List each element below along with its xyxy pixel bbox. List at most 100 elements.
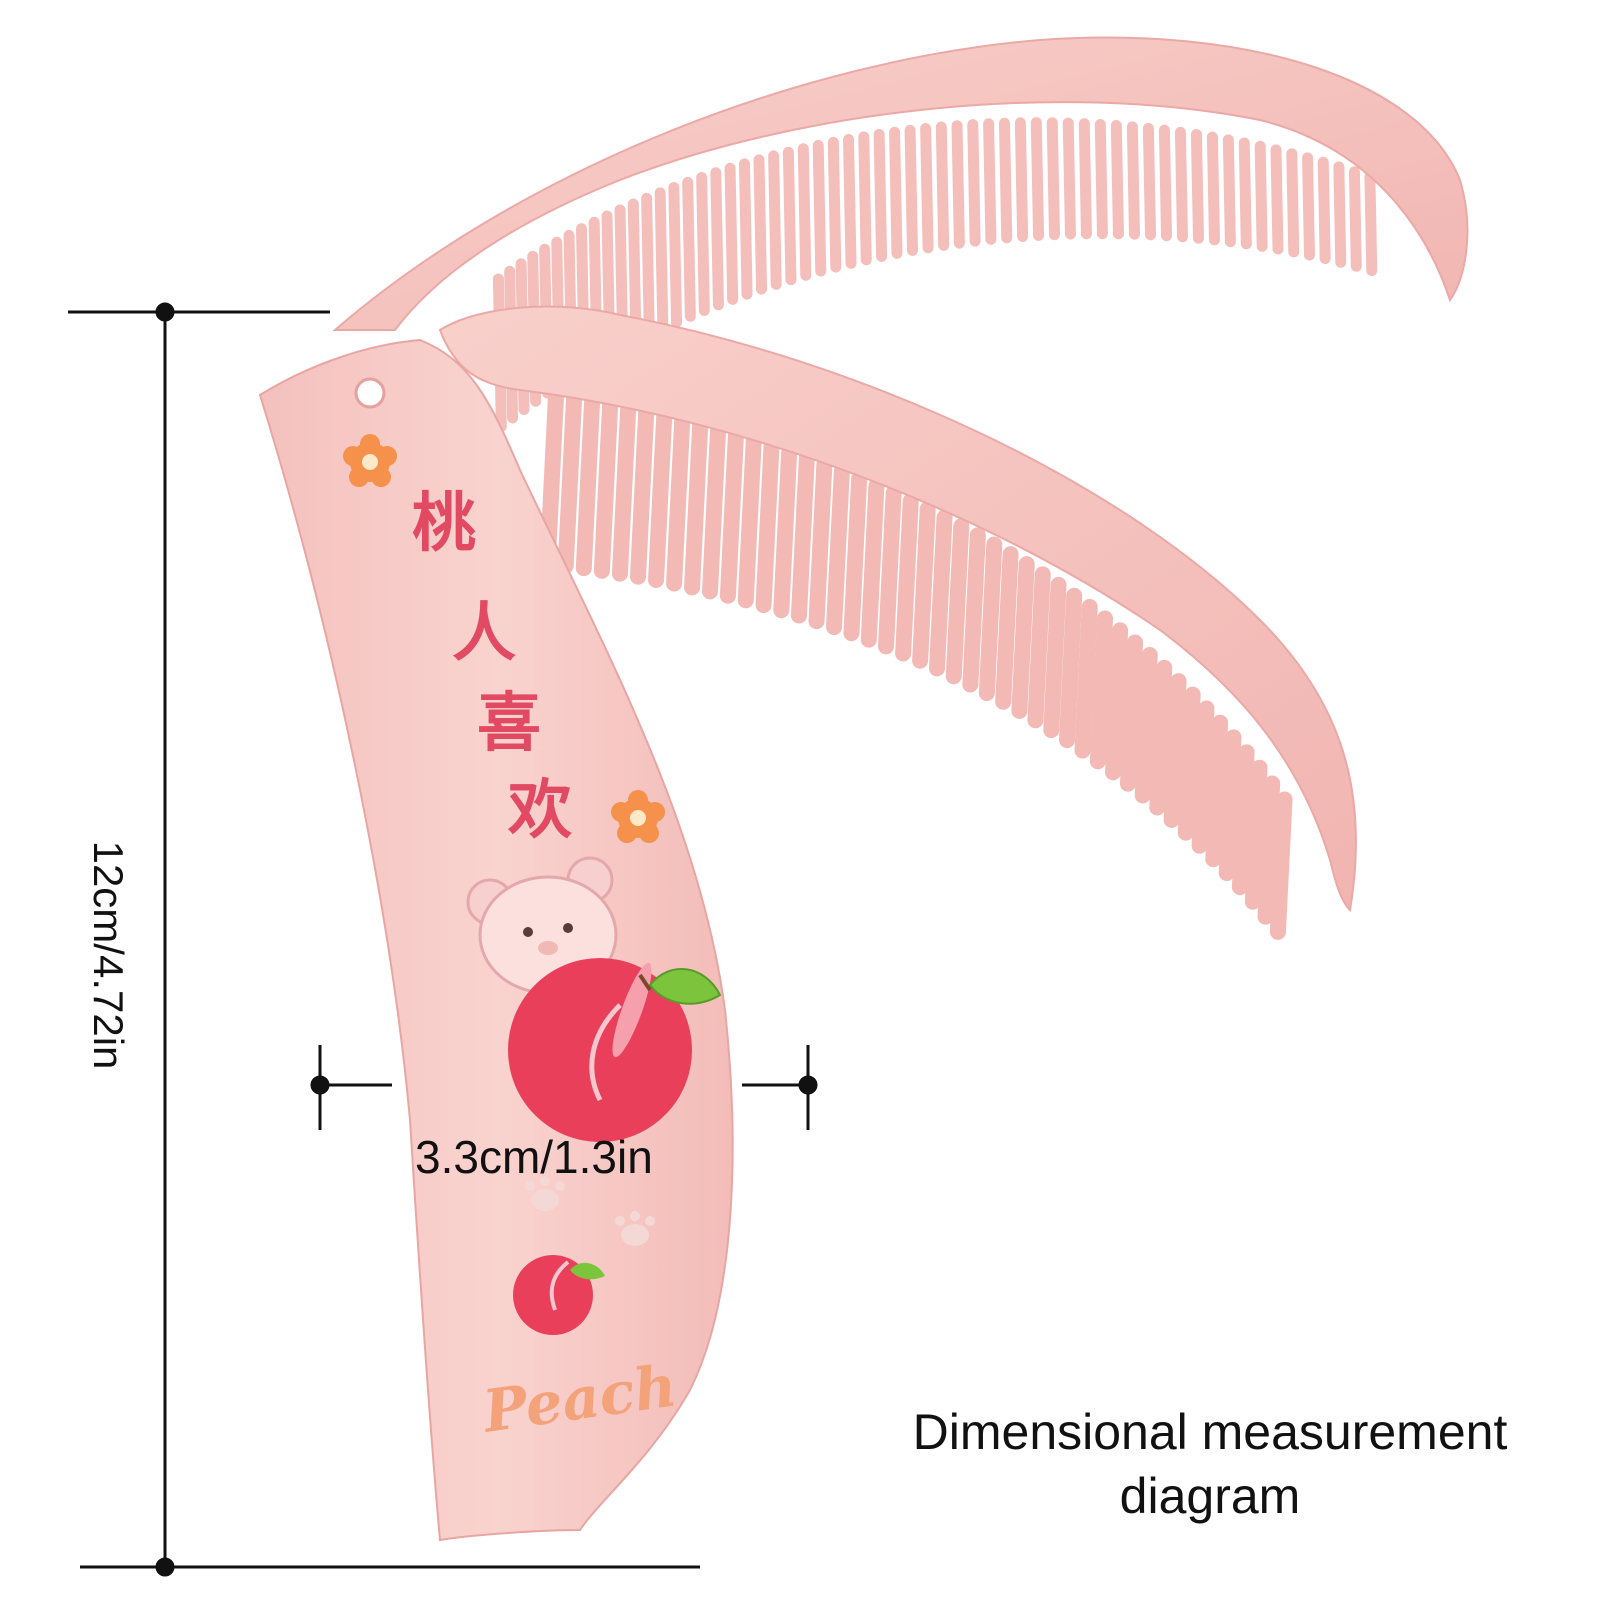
comb-tooth (593, 396, 619, 579)
comb-tooth (1110, 120, 1124, 240)
comb-tooth (668, 182, 683, 328)
caption-line-2: diagram (1119, 1468, 1301, 1524)
comb-tooth (873, 128, 888, 262)
comb-tooth (654, 187, 669, 335)
comb-tooth (790, 450, 815, 624)
comb-tooth (1238, 137, 1252, 250)
hanging-hole (354, 377, 386, 409)
comb-tooth (1119, 634, 1144, 792)
comb-tooth (920, 123, 934, 254)
comb-tooth (978, 536, 1003, 701)
comb-tooth (1089, 610, 1113, 770)
comb-tooth (719, 427, 744, 604)
comb-tooth (889, 126, 903, 259)
comb-tooth (682, 176, 696, 322)
comb-tooth (1218, 729, 1242, 882)
comb-tooth (808, 456, 833, 630)
comb-tooth (827, 136, 842, 273)
comb-tooth (1286, 148, 1300, 258)
comb-tooth (641, 192, 655, 341)
comb-tooth (611, 400, 637, 582)
comb-tooth (782, 146, 797, 286)
flower-icon (611, 790, 665, 843)
comb-tooth (737, 432, 762, 609)
chinese-char-1: 桃 (412, 487, 476, 561)
comb-tooth (575, 393, 601, 577)
comb-tooth (951, 120, 965, 249)
comb-tooth (912, 501, 936, 669)
caption: Dimensional measurement diagram (860, 1400, 1560, 1528)
comb-tooth (945, 518, 970, 685)
comb-tooth (1043, 576, 1067, 739)
bottom-comb-teeth (539, 387, 1293, 940)
comb-tooth (696, 171, 710, 316)
comb-tooth (1094, 118, 1108, 240)
comb-tooth (648, 408, 673, 588)
comb-tooth (684, 417, 709, 596)
comb-tooth (1317, 156, 1331, 265)
comb-tooth (858, 131, 872, 266)
comb-tooth (1205, 714, 1229, 868)
small-peach-icon (513, 1255, 605, 1335)
height-label: 12cm/4.72in (85, 840, 132, 1070)
comb-tooth (998, 117, 1013, 244)
flower-icon (343, 434, 397, 487)
width-label: 3.3cm/1.3in (415, 1131, 653, 1183)
comb-tooth (1190, 129, 1204, 244)
comb-tooth (1142, 122, 1157, 241)
comb-tooth (1134, 647, 1158, 804)
chinese-char-2: 人 (452, 597, 516, 671)
bottom-comb-spine (438, 305, 1357, 913)
comb-tooth (935, 121, 950, 251)
comb-tooth (666, 412, 691, 592)
comb-tooth (1014, 117, 1029, 243)
comb-tooth (878, 485, 902, 655)
comb-tooth (962, 527, 986, 693)
comb-tooth (895, 493, 919, 662)
comb-handle: 桃 人 喜 欢 (258, 338, 734, 1542)
top-comb-spine (332, 36, 1469, 331)
comb-tooth (1364, 171, 1378, 277)
comb-tooth (768, 150, 782, 290)
bottom-comb (438, 305, 1357, 940)
comb-tooth (1206, 131, 1220, 246)
comb-tooth (1105, 622, 1129, 781)
comb-tooth (1270, 144, 1284, 255)
comb-tooth (1191, 700, 1215, 854)
height-dimension-line (68, 302, 700, 1577)
comb-tooth (843, 470, 868, 642)
comb-tooth (753, 154, 768, 295)
comb-tooth (557, 390, 583, 574)
comb-tooth (630, 404, 655, 585)
comb-tooth (797, 143, 812, 281)
comb-tooth (1254, 140, 1268, 252)
comb-tooth (1177, 686, 1201, 841)
chinese-char-4: 欢 (507, 774, 572, 848)
comb-tooth (860, 477, 885, 648)
comb-tooth (904, 124, 918, 256)
peach-icon (508, 958, 722, 1142)
comb-tooth (843, 134, 857, 269)
comb-tooth (1302, 152, 1315, 261)
comb-tooth (738, 158, 753, 300)
comb-tooth (702, 422, 727, 600)
top-comb-teeth (492, 117, 1378, 433)
comb-tooth (928, 509, 953, 677)
comb-tooth (1011, 556, 1035, 719)
comb-tooth (1269, 791, 1293, 940)
comb-tooth (1062, 117, 1076, 240)
caption-line-1: Dimensional measurement (912, 1404, 1508, 1460)
comb-tooth (1046, 117, 1060, 241)
comb-tooth (1163, 673, 1187, 828)
comb-tooth (773, 444, 798, 619)
comb-tooth (1027, 566, 1051, 729)
comb-tooth (724, 162, 739, 305)
comb-tooth (826, 463, 850, 636)
comb-tooth (1257, 775, 1281, 925)
comb-tooth (1231, 744, 1255, 896)
comb-tooth (1126, 121, 1140, 240)
comb-tooth (1030, 117, 1045, 241)
comb-tooth (812, 139, 827, 277)
comb-tooth (995, 546, 1019, 710)
